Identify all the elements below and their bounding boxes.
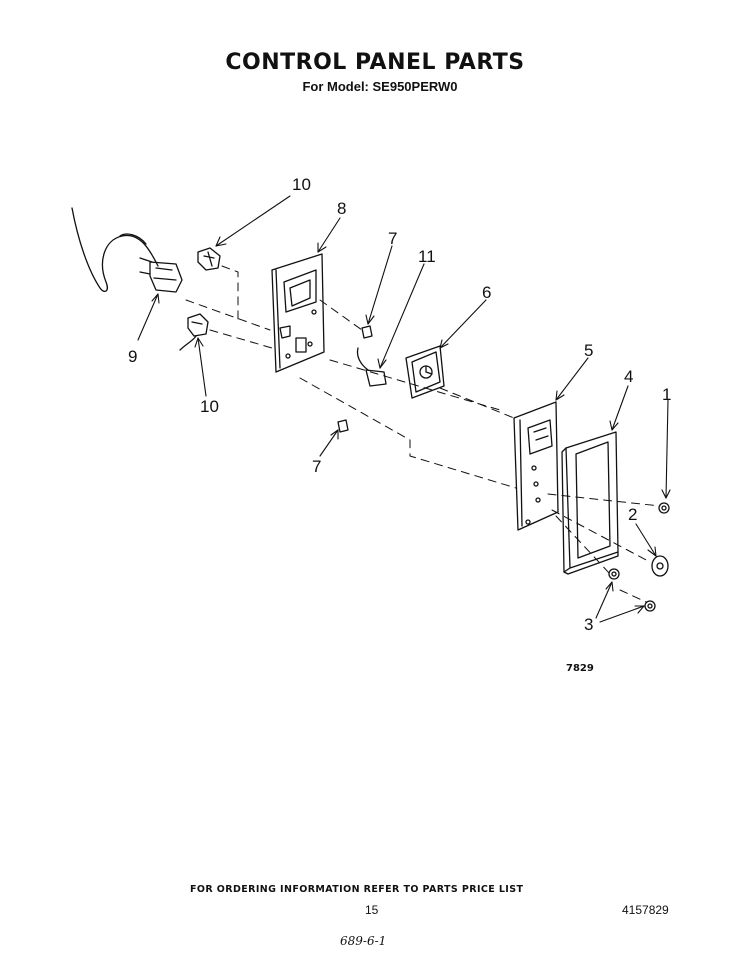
ordering-note: FOR ORDERING INFORMATION REFER TO PARTS … <box>190 884 524 895</box>
callout-2: 2 <box>628 505 637 524</box>
alignment-lines <box>185 265 661 603</box>
callout-1: 1 <box>662 385 671 404</box>
leader-lines <box>137 195 671 623</box>
callout-4: 4 <box>624 367 633 386</box>
knob-part-2 <box>651 555 669 577</box>
clock-part-6 <box>405 345 445 399</box>
page-title: CONTROL PANEL PARTS <box>225 50 525 75</box>
callout-10-lower: 10 <box>200 397 219 416</box>
bracket-part-8 <box>271 253 325 373</box>
screw-part-3-right <box>644 600 656 612</box>
screw-part-1 <box>658 502 670 514</box>
handwritten-note: 689-6-1 <box>340 934 387 948</box>
page-number: 15 <box>365 903 379 917</box>
callout-8: 8 <box>337 199 346 218</box>
callout-6: 6 <box>482 283 491 302</box>
clip-part-7-upper <box>361 325 373 339</box>
callout-5: 5 <box>584 341 593 360</box>
screw-part-3-left <box>608 568 620 580</box>
callout-11: 11 <box>418 247 436 266</box>
callout-7-lower: 7 <box>312 457 321 476</box>
model-subtitle: For Model: SE950PERW0 <box>302 79 458 94</box>
callout-9: 9 <box>128 347 137 366</box>
figure-number: 7829 <box>566 663 594 674</box>
callout-7-upper: 7 <box>388 229 397 248</box>
connector-part-10-upper <box>197 247 221 271</box>
connector-part-10-lower <box>179 313 209 351</box>
lamp-part-11 <box>356 347 387 387</box>
document-number: 4157829 <box>622 903 669 917</box>
callout-10-upper: 10 <box>292 175 311 194</box>
callout-3: 3 <box>584 615 593 634</box>
clip-part-7-lower <box>337 419 349 433</box>
wire-harness-part-9 <box>71 207 183 293</box>
control-panel-part-5 <box>513 401 559 531</box>
